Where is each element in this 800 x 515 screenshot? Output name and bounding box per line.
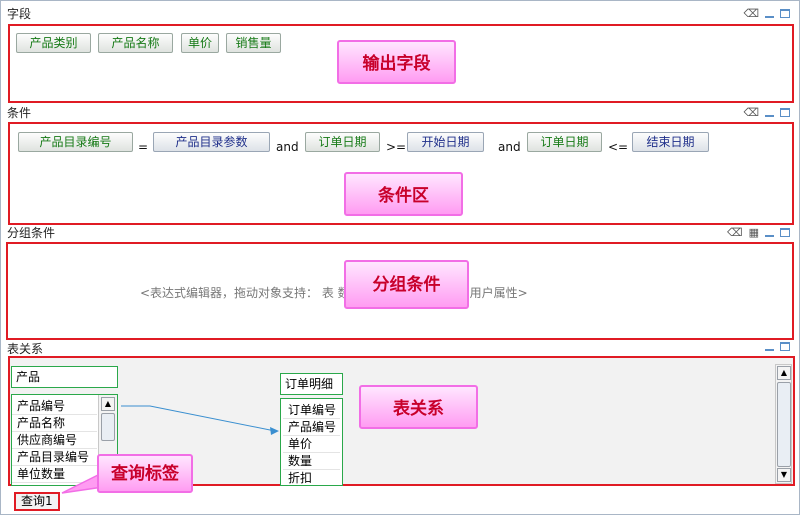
column-item[interactable]: 产品编号: [12, 398, 97, 415]
conditions-section-title: 条件: [7, 106, 32, 120]
scroll-thumb[interactable]: [101, 413, 115, 441]
operator-label: >=: [386, 140, 407, 154]
relation-section-title: 表关系: [7, 342, 44, 356]
table-title-order-details[interactable]: 订单明细: [280, 373, 343, 395]
maximize-icon[interactable]: [780, 9, 790, 18]
operator-label: <=: [608, 140, 629, 154]
operator-label: =: [138, 140, 149, 154]
fields-section-title: 字段: [7, 7, 32, 21]
field-button[interactable]: 产品名称: [98, 33, 173, 53]
scroll-down-icon[interactable]: ▼: [777, 468, 791, 482]
conditions-section-header: 条件 ⌫: [0, 104, 800, 122]
column-item[interactable]: 产品名称: [12, 415, 97, 432]
column-item[interactable]: 折扣: [283, 470, 340, 485]
scroll-thumb[interactable]: [777, 382, 791, 467]
column-item[interactable]: 单位数量: [12, 466, 97, 483]
column-item[interactable]: 数量: [283, 453, 340, 470]
minimize-icon[interactable]: [765, 234, 774, 237]
condition-field-button[interactable]: 订单日期: [527, 132, 602, 152]
fields-section-header: 字段 ⌫: [0, 5, 800, 23]
condition-field-button[interactable]: 订单日期: [305, 132, 380, 152]
relation-arrow-icon: [270, 427, 279, 435]
table-columns-order-details[interactable]: 订单编号 产品编号 单价 数量 折扣: [280, 398, 343, 486]
scroll-up-icon[interactable]: ▲: [101, 397, 115, 411]
column-item[interactable]: 供应商编号: [12, 432, 97, 449]
condition-param-button[interactable]: 开始日期: [407, 132, 484, 152]
eraser-icon[interactable]: ⌫: [743, 7, 759, 20]
query-tab[interactable]: 查询1: [14, 492, 60, 511]
condition-field-button[interactable]: 产品目录编号: [18, 132, 133, 152]
relation-line: [121, 405, 276, 432]
condition-param-button[interactable]: 结束日期: [632, 132, 709, 152]
table-title-product[interactable]: 产品: [11, 366, 118, 388]
column-item[interactable]: 产品目录编号: [12, 449, 97, 466]
relation-section-header: 表关系: [0, 342, 800, 356]
conditions-area[interactable]: [8, 122, 794, 225]
minimize-icon[interactable]: [765, 114, 774, 117]
field-button[interactable]: 产品类别: [16, 33, 91, 53]
group-conditions-callout: 分组条件: [344, 260, 469, 309]
fields-area[interactable]: [8, 24, 794, 103]
table-columns-product[interactable]: 产品编号 产品名称 供应商编号 产品目录编号 单位数量 ▲: [11, 394, 118, 486]
maximize-icon[interactable]: [780, 228, 790, 237]
operator-label: and: [498, 140, 521, 154]
table-relations-callout: 表关系: [359, 385, 478, 429]
minimize-icon[interactable]: [765, 15, 774, 18]
group-section-header: 分组条件 ⌫ ▦: [0, 224, 800, 242]
relations-scrollbar[interactable]: ▲ ▼: [775, 364, 792, 484]
maximize-icon[interactable]: [780, 108, 790, 117]
eraser-icon[interactable]: ⌫: [743, 106, 759, 119]
conditions-callout: 条件区: [344, 172, 463, 216]
query-tab-callout: 查询标签: [97, 454, 193, 493]
field-button[interactable]: 销售量: [226, 33, 281, 53]
column-item[interactable]: 单价: [283, 436, 340, 453]
group-conditions-area[interactable]: [6, 242, 794, 340]
condition-param-button[interactable]: 产品目录参数: [153, 132, 270, 152]
operator-label: and: [276, 140, 299, 154]
calendar-icon[interactable]: ▦: [748, 226, 759, 239]
column-item[interactable]: 产品编号: [283, 419, 340, 436]
maximize-icon[interactable]: [780, 342, 790, 351]
output-fields-callout: 输出字段: [337, 40, 456, 84]
minimize-icon[interactable]: [765, 348, 774, 351]
eraser-icon[interactable]: ⌫: [727, 226, 743, 239]
column-item[interactable]: 订单编号: [283, 402, 340, 419]
scroll-up-icon[interactable]: ▲: [777, 366, 791, 380]
field-button[interactable]: 单价: [181, 33, 219, 53]
group-section-title: 分组条件: [7, 226, 56, 240]
